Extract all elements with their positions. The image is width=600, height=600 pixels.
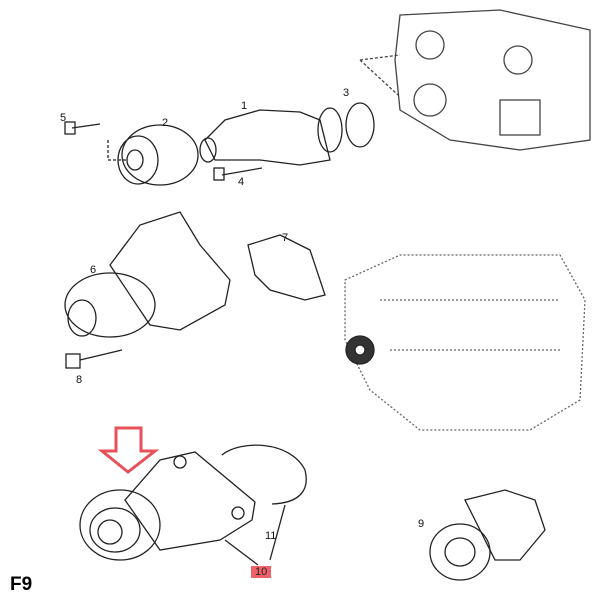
bolt-part-5 <box>64 121 101 135</box>
callout-10-highlighted: 10 <box>251 566 272 578</box>
callout-6: 6 <box>90 264 97 276</box>
bolt-part-4 <box>213 167 263 181</box>
callout-3: 3 <box>343 87 350 99</box>
gasket-part-7 <box>247 234 326 301</box>
engine-front-cover <box>359 9 591 151</box>
callout-1: 1 <box>241 100 248 112</box>
pulley-part-2 <box>107 124 199 186</box>
o-ring-part-11 <box>221 444 307 561</box>
figure-label: F9 <box>10 574 33 595</box>
engine-assembly <box>344 254 586 431</box>
callout-7: 7 <box>282 232 289 244</box>
engine-pump-highlight <box>345 335 375 365</box>
bolt-part-8 <box>65 349 123 369</box>
callout-4: 4 <box>238 176 245 188</box>
callout-8: 8 <box>76 374 83 386</box>
water-pump-part-1 <box>199 107 343 166</box>
down-arrow-icon <box>97 426 160 474</box>
water-pump-part-10 <box>79 451 259 566</box>
o-ring-part-3 <box>345 102 375 148</box>
callout-11: 11 <box>265 530 277 542</box>
callout-5: 5 <box>60 112 67 124</box>
callout-9: 9 <box>418 518 425 530</box>
water-pump-part-9 <box>429 489 546 581</box>
callout-2: 2 <box>162 117 169 129</box>
water-pump-part-6 <box>64 211 231 338</box>
